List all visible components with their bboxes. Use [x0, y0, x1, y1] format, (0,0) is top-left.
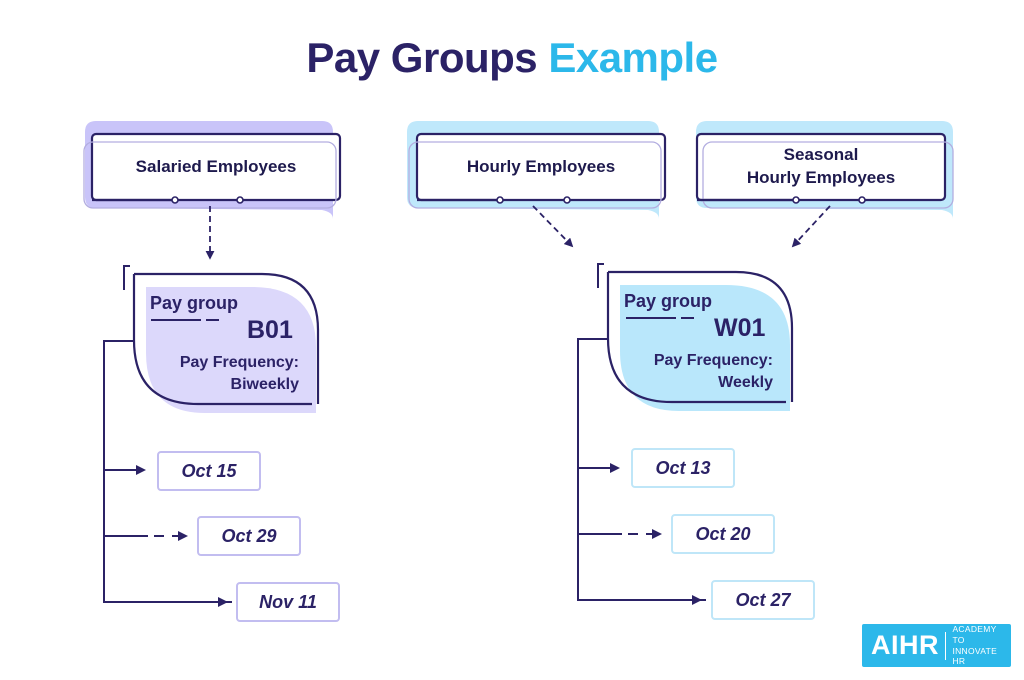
pay-group-b01-frequency: Pay Frequency: Biweekly [180, 352, 299, 397]
aihr-logo-mark: AIHR [871, 630, 939, 660]
page-title: Pay Groups Example [0, 34, 1024, 82]
salaried-box-shape [83, 121, 342, 219]
arrow-seasonal-to-w01 [791, 205, 831, 248]
pay-frequency-value: Weekly [718, 374, 773, 392]
pay-group-w01-label: Pay group [624, 291, 713, 311]
pay-date-oct-15: Oct 15 [157, 451, 261, 491]
hourly-employees-label: Hourly Employees [466, 156, 616, 176]
pay-group-b01-label: Pay group [150, 293, 239, 313]
pay-date-oct-29: Oct 29 [197, 516, 301, 556]
pay-date-oct-13: Oct 13 [631, 448, 735, 488]
pay-frequency-value: Biweekly [230, 376, 299, 394]
salaried-employees-label: Salaried Employees [135, 156, 297, 176]
pay-frequency-label: Pay Frequency: [653, 352, 773, 369]
seasonal-box-shape [695, 121, 954, 219]
pay-frequency-label: Pay Frequency: [179, 354, 299, 371]
logo-divider [945, 631, 947, 660]
hourly-box-shape [407, 121, 667, 219]
pay-date-oct-20: Oct 20 [671, 514, 775, 554]
seasonal-hourly-employees-label: Seasonal Hourly Employees [746, 145, 896, 187]
pay-group-w01-frequency: Pay Frequency: Weekly [654, 350, 773, 395]
pay-date-nov-11: Nov 11 [236, 582, 340, 622]
title-part-1: Pay Groups [306, 34, 538, 81]
arrow-hourly-to-w01 [532, 205, 574, 248]
logo-tagline-line-2: INNOVATE HR [952, 645, 998, 667]
aihr-logo-tagline: ACADEMY TO INNOVATE HR [946, 624, 1011, 667]
pay-date-oct-27: Oct 27 [711, 580, 815, 620]
logo-tagline-line-1: ACADEMY TO [952, 624, 997, 645]
pay-group-b01-code: B01 [247, 316, 293, 344]
pay-group-w01-code: W01 [714, 314, 766, 342]
title-part-2: Example [548, 34, 718, 81]
aihr-logo: AIHR ACADEMY TO INNOVATE HR [862, 624, 1011, 667]
pay-group-w01-shape [577, 263, 794, 601]
pay-group-b01-shape [103, 265, 320, 603]
